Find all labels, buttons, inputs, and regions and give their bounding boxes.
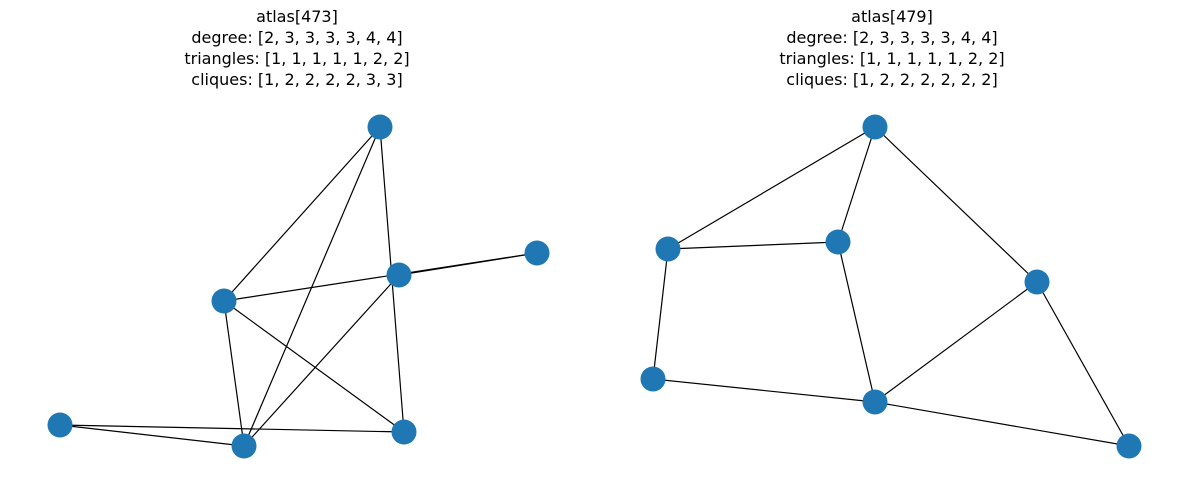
graph-edge [223,126,381,302]
graph-edge [223,300,405,433]
graph-node [524,240,550,266]
graph-node [1024,269,1050,295]
graph-edge [874,281,1038,403]
graph-edge [837,241,876,403]
graph-node [655,236,681,262]
graph-edge [59,424,405,433]
graph-panel-atlas-473: atlas[473] degree: [2, 3, 3, 3, 3, 4, 4]… [0,0,594,489]
degree-label: degree: [2, 3, 3, 3, 3, 4, 4] [191,28,403,47]
graph-edge [874,126,1038,283]
graph-canvas-atlas-479 [640,114,1142,459]
graph-edge [652,378,876,403]
degree-label: degree: [2, 3, 3, 3, 3, 4, 4] [786,28,998,47]
graph-name-label: atlas[479] [851,7,933,26]
graph-edge [223,300,245,447]
graph-node [367,114,393,140]
graph-edge [223,252,538,302]
graph-node [47,412,73,438]
triangles-label: triangles: [1, 1, 1, 1, 1, 2, 2] [184,49,410,68]
graph-edge [243,126,381,447]
graph-node [862,114,888,140]
graph-node [386,262,412,288]
graph-title-atlas-473: atlas[473] degree: [2, 3, 3, 3, 3, 4, 4]… [0,6,594,90]
graph-node [231,433,257,459]
graph-edge [837,126,876,243]
graph-edge [667,126,876,250]
graph-edge [874,401,1130,447]
graph-edge [1036,281,1130,447]
graph-name-label: atlas[473] [256,7,338,26]
graph-node [825,229,851,255]
graph-panel-atlas-479: atlas[479] degree: [2, 3, 3, 3, 3, 4, 4]… [595,0,1189,489]
graph-title-atlas-479: atlas[479] degree: [2, 3, 3, 3, 3, 4, 4]… [595,6,1189,90]
graph-edge [243,274,400,447]
graph-node [640,366,666,392]
cliques-label: cliques: [1, 2, 2, 2, 2, 2, 2] [786,70,998,89]
graph-canvas-atlas-473 [47,114,550,459]
triangles-label: triangles: [1, 1, 1, 1, 1, 2, 2] [779,49,1005,68]
graph-node [862,389,888,415]
graph-node [1116,433,1142,459]
graph-edge [59,424,245,447]
graph-edge [667,241,839,250]
graph-node [391,419,417,445]
graph-edge [652,248,669,380]
graph-node [211,288,237,314]
cliques-label: cliques: [1, 2, 2, 2, 2, 3, 3] [191,70,403,89]
